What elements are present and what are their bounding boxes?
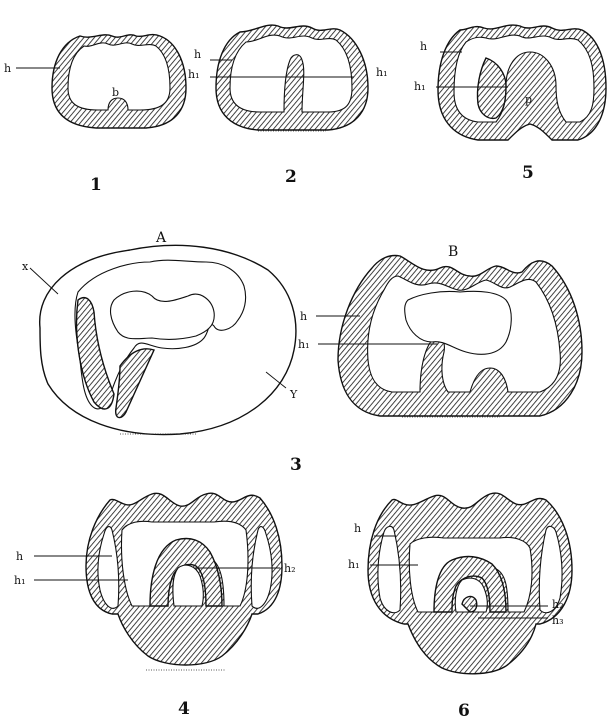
label-h: h <box>4 62 11 75</box>
label-p: p <box>525 93 532 106</box>
label-h3: h₃ <box>552 614 564 627</box>
figure-1: h b 1 <box>4 35 186 195</box>
label-h1: h₁ <box>348 558 360 571</box>
label-h1-right: h₁ <box>376 66 388 79</box>
figure-number: 2 <box>285 167 297 187</box>
label-h: h <box>300 310 307 323</box>
label-h: h <box>354 522 361 535</box>
figure-number: 4 <box>178 699 190 719</box>
label-y: Y <box>289 388 298 401</box>
figure-3b: B h h₁ 3 <box>290 244 582 475</box>
figure-6: h h₁ h₂ h₃ 6 <box>348 493 572 719</box>
panel-title-b: B <box>448 244 458 260</box>
figure-number: 5 <box>522 163 534 183</box>
label-h: h <box>194 48 201 61</box>
label-h1-left: h₁ <box>188 68 200 81</box>
figure-number: 1 <box>90 175 102 195</box>
label-h2: h₂ <box>284 562 296 575</box>
figure-number: 3 <box>290 455 302 475</box>
label-h1: h₁ <box>414 80 426 93</box>
label-h1: h₁ <box>298 338 310 351</box>
panel-title-a: A <box>155 230 167 246</box>
figure-number: 6 <box>458 701 470 719</box>
label-h1: h₁ <box>14 574 26 587</box>
figure-4: h h₁ h₂ 4 <box>14 493 296 719</box>
label-h: h <box>420 40 427 53</box>
label-h: h <box>16 550 23 563</box>
figure-5: h h₁ p 5 <box>414 25 606 183</box>
label-b: b <box>112 86 119 99</box>
figure-2: h h₁ h₁ 2 <box>188 25 388 187</box>
label-x: x <box>22 260 29 273</box>
figure-3a: A x Y <box>22 230 298 435</box>
label-h2: h₂ <box>552 598 564 611</box>
